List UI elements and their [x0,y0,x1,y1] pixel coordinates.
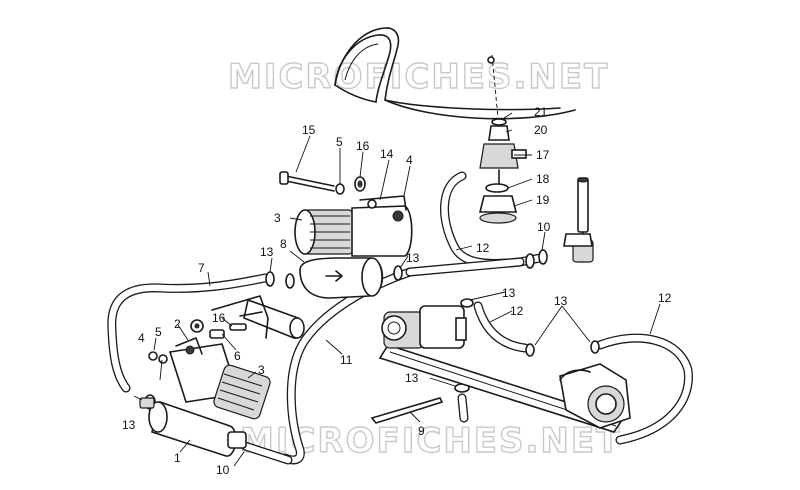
upper-fuel-filter [294,195,413,257]
callout-10-lower: 10 [216,463,230,477]
spacer-tube-end [289,317,305,339]
callout-13-rail: 13 [405,371,419,385]
callout-3-lower: 3 [258,363,265,377]
callout-20: 20 [534,123,548,137]
fuel-tank [334,27,576,120]
callout-5-upper: 5 [336,135,343,149]
callout-10-upper: 10 [537,220,551,234]
tank-vent-point [487,56,495,64]
callout-7: 7 [198,261,205,275]
callout-17: 17 [536,148,550,162]
throttle-lever [370,397,444,424]
carburetor-rail [378,305,631,433]
callout-5-lower: 5 [155,325,162,339]
callout-4-upper: 4 [406,153,413,167]
tank-centerline [491,54,499,119]
callout-9: 9 [418,424,425,438]
callout-13-center: 13 [406,251,420,265]
bolt-and-washers-upper [279,171,366,195]
lower-fuel-filter [168,337,271,420]
callout-18: 18 [536,172,550,186]
callout-15: 15 [302,123,316,137]
drain-tube [563,177,594,263]
callout-labels: 1 2 3 3 4 4 5 5 6 7 8 9 10 10 11 12 12 1… [122,105,672,477]
callout-21: 21 [534,105,548,119]
callout-12-upper: 12 [476,241,490,255]
callout-16-lower: 16 [212,311,226,325]
callout-16-upper: 16 [356,139,370,153]
callout-2: 2 [174,317,181,331]
fuel-pump [139,397,247,457]
callout-11: 11 [340,353,353,367]
callout-12-middle: 12 [510,304,524,318]
callout-12-right: 12 [658,291,672,305]
callout-8: 8 [280,237,287,251]
callout-14: 14 [380,147,394,161]
callout-13-left: 13 [260,245,274,259]
lower-washers [148,319,247,364]
watermark-top: MICROFICHES.NET [228,57,609,97]
callout-6: 6 [234,349,241,363]
callout-1: 1 [174,451,181,465]
callout-leaders [133,112,661,467]
callout-13-upper-right: 13 [502,286,516,300]
fuel-tap-assembly [478,118,527,224]
lower-bracket [211,295,269,339]
callout-19: 19 [536,193,550,207]
callout-13-pump: 13 [122,418,136,432]
callout-4-lower: 4 [138,331,145,345]
inline-filter [299,257,384,299]
callout-13-right: 13 [554,294,568,308]
callout-3-upper: 3 [274,211,281,225]
